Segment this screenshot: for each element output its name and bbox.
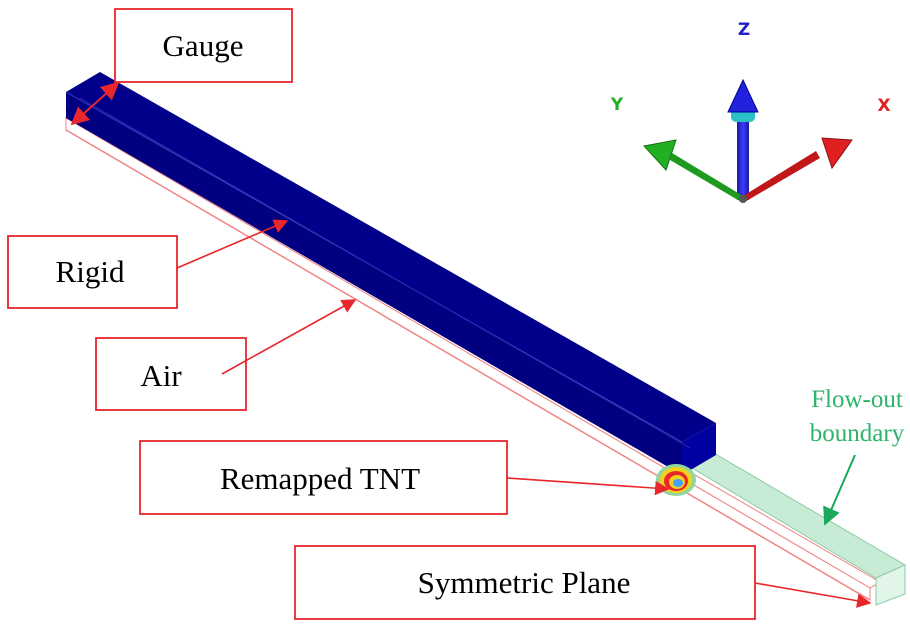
axis-triad: Z Y X <box>610 20 891 203</box>
callout-air: Air <box>95 299 357 411</box>
callout-symmetric-plane-label: Symmetric Plane <box>418 565 631 600</box>
flow-out-side-face <box>875 564 906 606</box>
callout-rigid-label: Rigid <box>56 254 125 289</box>
axis-origin <box>739 195 747 203</box>
axis-label-z: Z <box>738 20 750 40</box>
callout-air-label: Air <box>140 358 182 393</box>
remapped-tnt-arrow <box>506 477 670 496</box>
flow-out-region <box>680 451 907 606</box>
y-axis-shaft <box>670 153 743 203</box>
rigid-end-face <box>682 423 716 475</box>
symmetric-plane-arrow <box>754 582 872 608</box>
rigid-top-face <box>66 72 716 442</box>
flow-out-arrow <box>823 454 856 526</box>
callout-air-box <box>95 337 247 411</box>
z-axis-shaft <box>737 112 749 200</box>
flow-out-label-line2: boundary <box>810 420 905 447</box>
remapped-tnt-charge <box>656 464 696 496</box>
gauge-arrow <box>70 81 120 126</box>
callout-symmetric-plane: Symmetric Plane <box>294 545 872 620</box>
callout-rigid-box <box>7 235 178 309</box>
x-axis-arrowhead <box>821 137 853 170</box>
air-arrow <box>221 299 357 375</box>
z-axis-arrowhead <box>727 78 759 113</box>
callout-remapped-tnt: Remapped TNT <box>139 440 670 515</box>
flow-out-annotation: Flow-out boundary <box>810 386 905 526</box>
callout-gauge: Gauge <box>70 8 293 126</box>
flow-out-label-line1: Flow-out <box>811 386 903 413</box>
rigid-arrow <box>176 219 289 269</box>
rigid-block <box>65 72 716 475</box>
y-axis-arrowhead <box>643 139 677 171</box>
callout-remapped-tnt-label: Remapped TNT <box>220 461 420 496</box>
callout-gauge-label: Gauge <box>163 28 244 63</box>
callout-symmetric-plane-box <box>294 545 756 620</box>
callout-gauge-box <box>114 8 293 83</box>
rigid-side-face <box>66 92 682 475</box>
air-bottom-edge <box>65 129 871 601</box>
rigid-mid-line <box>79 97 691 449</box>
axis-label-y: Y <box>610 95 624 115</box>
axis-label-x: X <box>877 96 890 116</box>
callout-rigid: Rigid <box>7 219 289 309</box>
x-axis-shaft <box>743 151 820 203</box>
callout-remapped-tnt-box <box>139 440 508 515</box>
